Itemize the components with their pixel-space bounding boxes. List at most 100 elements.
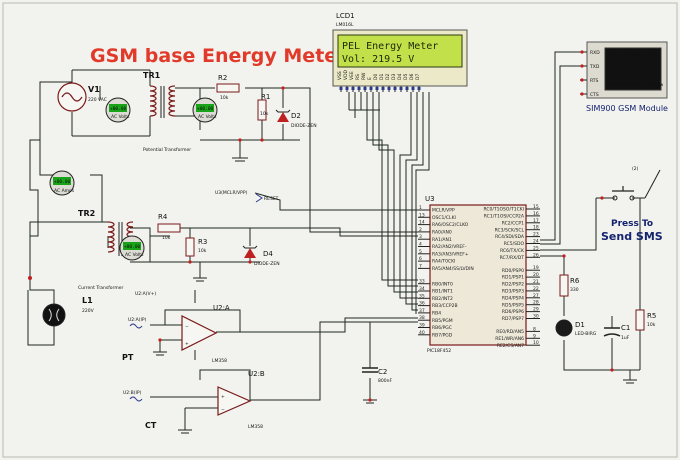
mcu-pin-number: 9 — [533, 333, 536, 339]
svg-text:LM358: LM358 — [248, 424, 263, 430]
lcd-pin: D4 — [397, 74, 403, 92]
push-button-switch[interactable]: (2) — [600, 166, 661, 201]
mcu-pin-name: RC4/SDI/SDA — [495, 234, 525, 240]
mcu-pin-number: 6 — [419, 256, 422, 262]
mcu-pin-name: RB4 — [432, 311, 441, 317]
svg-text:10k: 10k — [220, 95, 229, 101]
mcu-pin-name: RC0/T1OSO/T1CKI — [483, 207, 524, 213]
svg-text:V1: V1 — [88, 85, 100, 94]
transformer-tr1: TR1 Potential Transformer — [143, 71, 191, 153]
gsm-pin-label: TXD — [589, 64, 600, 70]
mcu-pin-number: 23 — [533, 232, 539, 238]
mcu-pin-name: RC6/TX/CK — [500, 248, 525, 254]
svg-text:U2:A(IP): U2:A(IP) — [128, 317, 147, 323]
mcu-pin-number: 1 — [419, 205, 422, 211]
svg-text:1uF: 1uF — [621, 335, 630, 341]
resistor-r2: R2 10k — [216, 74, 240, 101]
lcd-pin: RW — [361, 72, 367, 92]
svg-text:D1: D1 — [575, 321, 585, 329]
mcu-pin-name: RA6/OSC2/CLKO — [432, 222, 469, 228]
mcu-pin-number: 34 — [419, 286, 425, 292]
svg-text:R5: R5 — [647, 312, 656, 320]
lcd-pin: D2 — [385, 74, 391, 92]
svg-text:LCD1: LCD1 — [336, 12, 355, 20]
mcu-pin-number: 10 — [533, 340, 539, 346]
mcu-pin-name: RA3/AN3/VREF+ — [432, 251, 469, 257]
mcu-pin-name: RC2/CCP1 — [502, 220, 524, 226]
lcd-display: LCD1 LM016L PEL Energy Meter Vol: 219.5 … — [332, 12, 468, 92]
gsm-pins: RXD TXD RTS CTS — [580, 50, 600, 98]
svg-text:10k: 10k — [647, 322, 656, 328]
mcu-pin-number: 29 — [533, 307, 539, 313]
svg-text:U2:A: U2:A — [213, 304, 230, 312]
junction-dots — [158, 86, 614, 402]
mcu-pin-number: 5 — [419, 249, 422, 255]
mcu-pin-number: 18 — [533, 225, 539, 231]
mcu-pin-name: OSC1/CLKI — [432, 215, 456, 221]
switch-label-line2: Send SMS — [601, 230, 663, 243]
svg-text:D2: D2 — [291, 112, 301, 120]
svg-text:330: 330 — [570, 287, 579, 293]
gsm-pin-label: RTS — [590, 78, 599, 84]
mcu-pin-name: RA1/AN1 — [432, 237, 452, 243]
svg-text:800nF: 800nF — [378, 378, 392, 384]
ac-source-v1: V1 220 VAC — [57, 82, 107, 112]
mcu-pin-name: RD0/PSP0 — [502, 268, 524, 274]
mcu-pin-right: 23 RC4/SDI/SDA — [495, 232, 540, 240]
ac-voltmeter-ct: +00.00 AC Volts — [119, 235, 145, 261]
svg-text:−: − — [221, 408, 225, 413]
resistor-r5: R5 10k — [635, 309, 656, 331]
mcu-pin-name: RA4/T0CKI — [432, 259, 455, 265]
svg-text:R1: R1 — [261, 93, 270, 101]
svg-text:DIODE-ZEN: DIODE-ZEN — [291, 123, 317, 129]
mcu-pin-name: RC1/T1OSI/CCP2A — [484, 214, 525, 220]
mcu-pin-number: 25 — [533, 245, 539, 251]
svg-text:U3(MCLR/VPP): U3(MCLR/VPP) — [215, 190, 248, 196]
resistor-r4: R4 10k — [157, 213, 181, 241]
zener-diode-d4: D4 DIODE-ZEN — [242, 245, 280, 267]
lcd-pin-label: VSS — [337, 71, 343, 80]
gsm-pin-label: CTS — [590, 92, 599, 98]
opamp-u2b: + − U2:B LM358 U2:B(IP) CT — [123, 370, 265, 430]
mcu-pin-name: RD5/PSP5 — [502, 302, 524, 308]
mcu-pin-number: 33 — [419, 279, 425, 285]
capacitor-c1: C1 1uF — [603, 324, 630, 341]
mcu-pin-name: RD3/PSP3 — [502, 289, 524, 295]
svg-text:U2:A(V+): U2:A(V+) — [135, 291, 156, 297]
gsm-pin-label: RXD — [590, 50, 600, 56]
lcd-line2: Vol: 219.5 V — [342, 54, 414, 65]
mcu-pin-name: RE0/RD/AN5 — [496, 329, 524, 335]
svg-text:R2: R2 — [218, 74, 227, 82]
svg-text:C1: C1 — [621, 324, 630, 332]
ac-voltmeter-secondary: +00.00 AC Volts — [192, 97, 218, 123]
mcu-pin-name: RD4/PSP4 — [502, 295, 524, 301]
svg-text:U3: U3 — [425, 195, 435, 203]
svg-text:AC Amps: AC Amps — [54, 188, 75, 194]
mcu-pin-number: 38 — [419, 315, 425, 321]
mcu-left-pins: 1MCLR/VPP13OSC1/CLKI14RA6/OSC2/CLKO2RA0/… — [418, 205, 474, 338]
svg-text:TR2: TR2 — [78, 209, 95, 218]
svg-text:10k: 10k — [198, 248, 207, 254]
capacitor-c2: C2 800nF — [362, 367, 392, 384]
mcu-pin-number: 16 — [533, 211, 539, 217]
mcu-pin-name: RB6/PGC — [432, 325, 452, 331]
svg-text:U2:B: U2:B — [248, 370, 265, 378]
mcu-pin-number: 4 — [419, 242, 422, 248]
lcd-pin-label: D6 — [409, 74, 415, 80]
lcd-pin-label: D7 — [415, 74, 421, 80]
reset-probe: U3(MCLR/VPP) RESET — [215, 190, 279, 203]
mcu-pin-number: 27 — [533, 293, 539, 299]
zener-diode-d2: D2 DIODE-ZEN — [275, 109, 317, 129]
